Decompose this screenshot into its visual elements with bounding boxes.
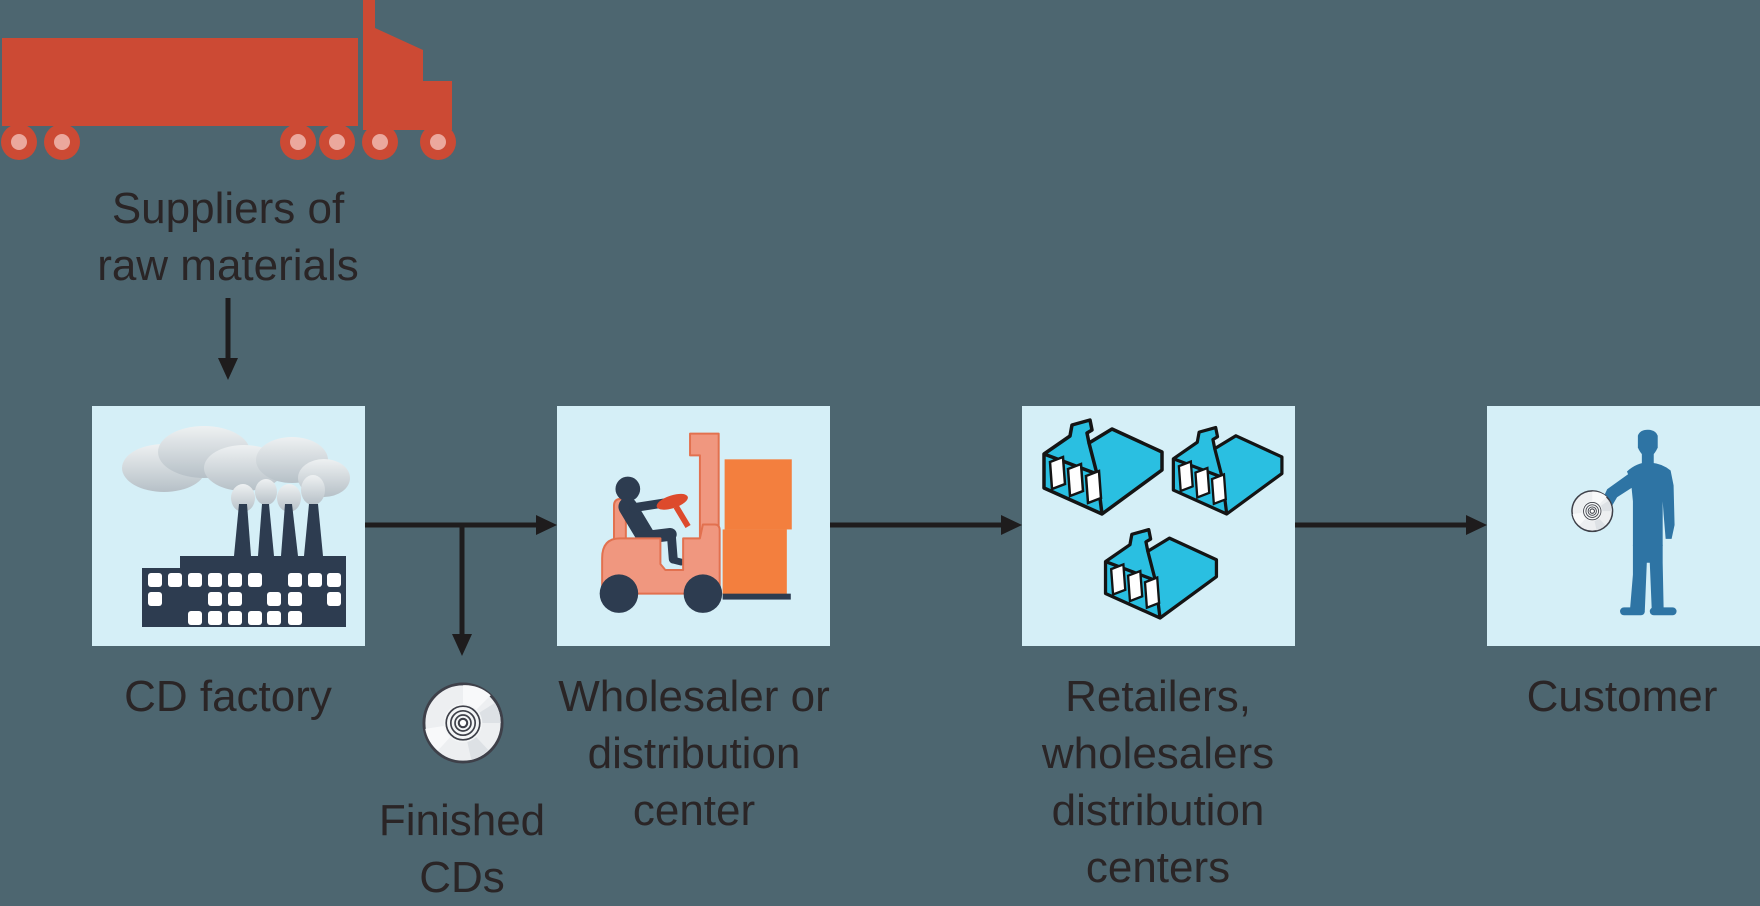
forklift-steering [656, 493, 691, 529]
factory-icon [122, 426, 350, 627]
finished-cds-label-line1: Finished [378, 796, 546, 845]
finished-cds-label: Finished CDs [312, 792, 612, 906]
warehouse-2 [1171, 425, 1284, 516]
cd-factory-label-text: CD factory [124, 672, 332, 721]
person-silhouette [1601, 429, 1677, 616]
customer-label-text: Customer [1526, 672, 1718, 721]
customer-icon [1571, 429, 1677, 616]
warehouse-1 [1042, 418, 1164, 516]
factory-smoke [122, 426, 350, 512]
suppliers-label-line2: raw materials [97, 241, 359, 290]
arrow-factory-to-wholesaler [365, 515, 557, 535]
cd-factory-label: CD factory [48, 668, 408, 725]
retailers-label: Retailers, wholesalers distribution cent… [983, 668, 1333, 896]
arrow-branch-to-finished-cds [452, 525, 472, 656]
node-retailers [1022, 406, 1295, 646]
truck-wheels [1, 124, 456, 160]
retailers-label-line3: distribution [1051, 786, 1265, 835]
cd-in-hand-icon [1571, 490, 1614, 533]
arrow-suppliers-to-factory [218, 298, 238, 380]
node-cd-factory [92, 406, 365, 646]
suppliers-label-line1: Suppliers of [111, 184, 345, 233]
factory-building [142, 504, 346, 627]
warehouse-3 [1103, 527, 1219, 620]
truck-cab [363, 0, 452, 130]
forklift-body [601, 523, 721, 595]
node-wholesaler [557, 406, 830, 646]
arrow-retailers-to-customer [1295, 515, 1487, 535]
semi-truck-icon [1, 0, 456, 160]
factory-windows [148, 573, 341, 625]
forklift-rear-wheel [683, 574, 723, 613]
retailers-label-line2: wholesalers [1041, 729, 1275, 778]
truck-trailer [2, 38, 358, 126]
node-customer [1487, 406, 1760, 646]
forklift-front-wheel [599, 574, 639, 613]
finished-cd-icon [422, 682, 504, 764]
forklift-icon [599, 432, 792, 613]
warehouses-icon [1042, 418, 1284, 620]
wholesaler-label-line1: Wholesaler or [558, 672, 830, 721]
customer-label: Customer [1472, 668, 1760, 725]
wholesaler-label-line3: center [632, 786, 756, 835]
arrow-wholesaler-to-retailers [830, 515, 1022, 535]
wholesaler-label-line2: distribution [587, 729, 801, 778]
forklift-cargo [722, 459, 792, 600]
retailers-label-line1: Retailers, [1065, 672, 1251, 721]
retailers-label-line4: centers [1085, 843, 1231, 892]
suppliers-label: Suppliers of raw materials [28, 180, 428, 294]
finished-cds-label-line2: CDs [419, 853, 505, 902]
wholesaler-label: Wholesaler or distribution center [519, 668, 869, 839]
